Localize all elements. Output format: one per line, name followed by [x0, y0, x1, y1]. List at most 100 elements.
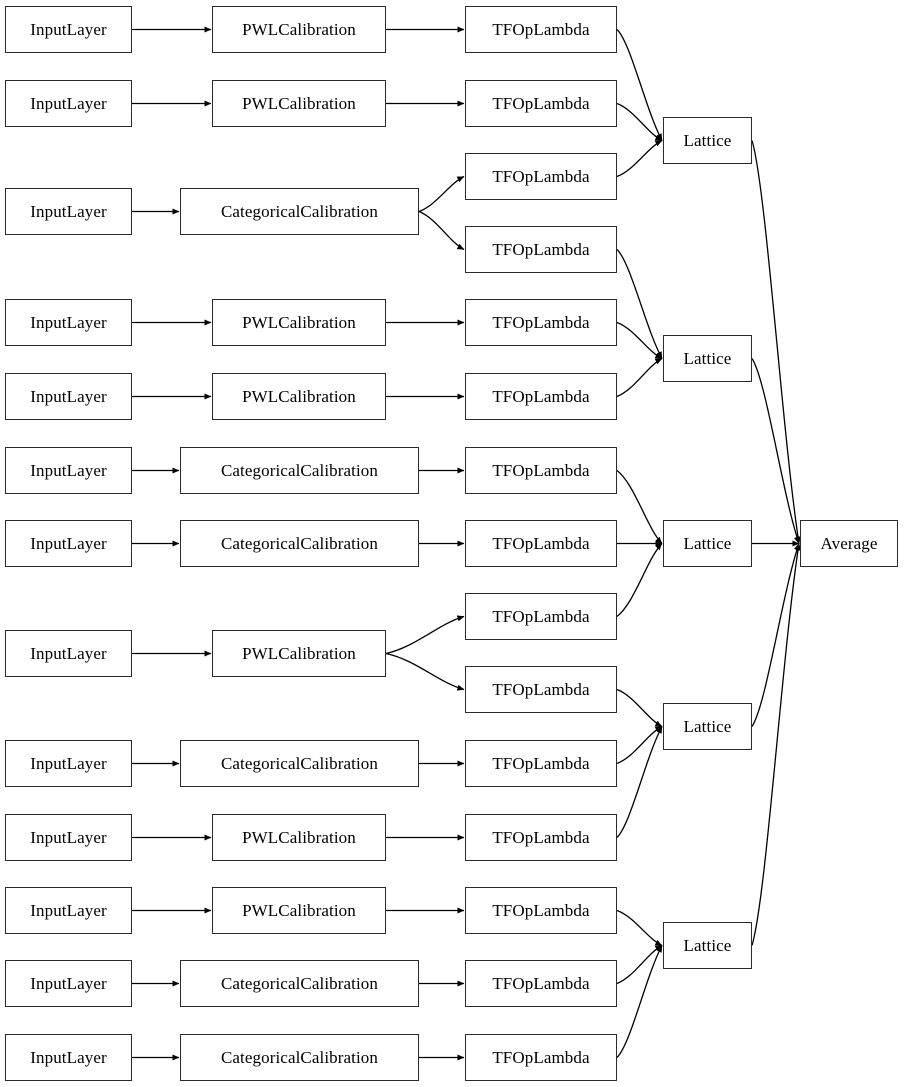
node-label: Lattice [683, 349, 732, 368]
node-inputlayer-in10: InputLayer [5, 814, 132, 861]
node-categoricalcalibration-cal12: CategoricalCalibration [180, 960, 419, 1007]
node-label: InputLayer [30, 313, 107, 332]
node-lattice-lat5: Lattice [663, 922, 752, 969]
node-inputlayer-in8: InputLayer [5, 630, 132, 677]
node-inputlayer-in1: InputLayer [5, 6, 132, 53]
node-tfoplambda-op3: TFOpLambda [465, 153, 617, 200]
node-pwlcalibration-cal1: PWLCalibration [212, 6, 386, 53]
edge-op2-to-lat1 [616, 102, 663, 142]
node-inputlayer-in12: InputLayer [5, 960, 132, 1007]
node-tfoplambda-op12: TFOpLambda [465, 814, 617, 861]
node-label: TFOpLambda [492, 1048, 590, 1067]
node-inputlayer-in4: InputLayer [5, 299, 132, 346]
node-inputlayer-in11: InputLayer [5, 887, 132, 934]
node-label: PWLCalibration [242, 20, 356, 39]
edge-op6-to-lat2 [616, 357, 663, 398]
edge-lat1-to-avg [751, 140, 802, 544]
node-label: CategoricalCalibration [220, 754, 379, 773]
node-label: Average [820, 534, 878, 553]
node-pwlcalibration-cal11: PWLCalibration [212, 887, 386, 934]
node-pwlcalibration-cal8: PWLCalibration [212, 630, 386, 677]
node-tfoplambda-op4: TFOpLambda [465, 226, 617, 273]
node-inputlayer-in13: InputLayer [5, 1034, 132, 1081]
edge-op4-to-lat2 [616, 249, 663, 359]
node-lattice-lat2: Lattice [663, 335, 752, 382]
node-tfoplambda-op13: TFOpLambda [465, 887, 617, 934]
edge-lat4-to-avg [751, 543, 800, 727]
node-label: InputLayer [30, 202, 107, 221]
node-label: TFOpLambda [492, 680, 590, 699]
node-tfoplambda-op1: TFOpLambda [465, 6, 617, 53]
node-lattice-lat4: Lattice [663, 703, 752, 750]
edge-cal8-to-op10 [385, 652, 465, 691]
node-label: InputLayer [30, 901, 107, 920]
edge-op14-to-lat5 [616, 944, 663, 985]
edge-cal3-to-op3 [418, 175, 465, 213]
node-label: Lattice [683, 717, 732, 736]
node-label: TFOpLambda [492, 313, 590, 332]
node-categoricalcalibration-cal3: CategoricalCalibration [180, 188, 419, 235]
node-label: TFOpLambda [492, 240, 590, 259]
node-label: Lattice [683, 534, 732, 553]
edge-op15-to-lat5 [616, 945, 663, 1058]
node-tfoplambda-op8: TFOpLambda [465, 520, 617, 567]
edge-cal8-to-op9 [385, 615, 465, 655]
node-label: TFOpLambda [492, 20, 590, 39]
node-label: TFOpLambda [492, 167, 590, 186]
node-label: InputLayer [30, 94, 107, 113]
node-tfoplambda-op9: TFOpLambda [465, 593, 617, 640]
node-pwlcalibration-cal2: PWLCalibration [212, 80, 386, 127]
node-tfoplambda-op2: TFOpLambda [465, 80, 617, 127]
node-lattice-lat1: Lattice [663, 117, 752, 164]
node-label: PWLCalibration [242, 94, 356, 113]
node-label: PWLCalibration [242, 901, 356, 920]
node-label: TFOpLambda [492, 754, 590, 773]
node-pwlcalibration-cal10: PWLCalibration [212, 814, 386, 861]
node-label: InputLayer [30, 974, 107, 993]
node-categoricalcalibration-cal9: CategoricalCalibration [180, 740, 419, 787]
node-pwlcalibration-cal4: PWLCalibration [212, 299, 386, 346]
node-label: PWLCalibration [242, 828, 356, 847]
node-tfoplambda-op11: TFOpLambda [465, 740, 617, 787]
node-label: CategoricalCalibration [220, 534, 379, 553]
node-inputlayer-in2: InputLayer [5, 80, 132, 127]
edge-op9-to-lat3 [616, 543, 663, 618]
node-label: PWLCalibration [242, 644, 356, 663]
edge-op10-to-lat4 [616, 688, 663, 728]
node-pwlcalibration-cal5: PWLCalibration [212, 373, 386, 420]
node-average-avg: Average [800, 520, 898, 567]
node-label: InputLayer [30, 534, 107, 553]
node-tfoplambda-op5: TFOpLambda [465, 299, 617, 346]
node-tfoplambda-op15: TFOpLambda [465, 1034, 617, 1081]
node-label: TFOpLambda [492, 461, 590, 480]
edge-op12-to-lat4 [616, 726, 663, 838]
node-label: Lattice [683, 131, 732, 150]
node-inputlayer-in7: InputLayer [5, 520, 132, 567]
edge-op5-to-lat2 [616, 321, 663, 360]
node-inputlayer-in9: InputLayer [5, 740, 132, 787]
node-label: InputLayer [30, 461, 107, 480]
node-label: Lattice [683, 936, 732, 955]
node-inputlayer-in6: InputLayer [5, 447, 132, 494]
node-label: CategoricalCalibration [220, 1048, 379, 1067]
node-tfoplambda-op10: TFOpLambda [465, 666, 617, 713]
node-categoricalcalibration-cal6: CategoricalCalibration [180, 447, 419, 494]
edge-cal3-to-op4 [418, 210, 465, 251]
node-label: PWLCalibration [242, 313, 356, 332]
node-tfoplambda-op6: TFOpLambda [465, 373, 617, 420]
node-label: CategoricalCalibration [220, 461, 379, 480]
node-categoricalcalibration-cal13: CategoricalCalibration [180, 1034, 419, 1081]
node-label: TFOpLambda [492, 534, 590, 553]
node-label: PWLCalibration [242, 387, 356, 406]
edge-op1-to-lat1 [616, 29, 663, 141]
edge-lat5-to-avg [751, 543, 802, 946]
node-label: TFOpLambda [492, 607, 590, 626]
node-tfoplambda-op14: TFOpLambda [465, 960, 617, 1007]
node-label: CategoricalCalibration [220, 202, 379, 221]
node-label: TFOpLambda [492, 94, 590, 113]
node-label: InputLayer [30, 828, 107, 847]
node-label: InputLayer [30, 1048, 107, 1067]
node-label: TFOpLambda [492, 974, 590, 993]
node-lattice-lat3: Lattice [663, 520, 752, 567]
